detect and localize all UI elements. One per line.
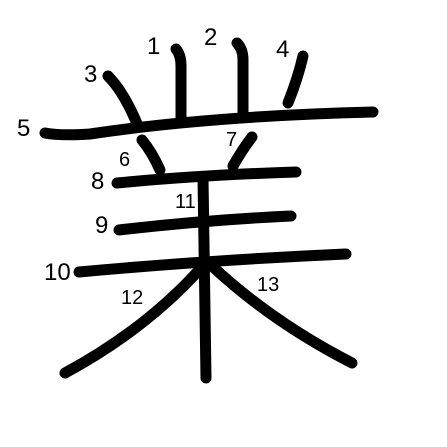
stroke-12 bbox=[59, 262, 207, 379]
stroke-13 bbox=[206, 260, 358, 369]
stroke-number-9: 9 bbox=[95, 212, 108, 239]
stroke-number-10: 10 bbox=[44, 259, 71, 286]
stroke-number-3: 3 bbox=[84, 61, 97, 88]
stroke-4 bbox=[282, 50, 309, 109]
stroke-1 bbox=[170, 43, 187, 126]
stroke-number-8: 8 bbox=[91, 168, 104, 195]
character-strokes bbox=[39, 37, 379, 384]
stroke-number-5: 5 bbox=[17, 115, 30, 142]
stroke-2 bbox=[231, 37, 249, 120]
stroke-number-7: 7 bbox=[226, 129, 237, 151]
stroke-number-13: 13 bbox=[257, 274, 279, 296]
stroke-7 bbox=[227, 131, 258, 172]
stroke-3 bbox=[102, 70, 144, 132]
stroke-number-11: 11 bbox=[175, 191, 196, 213]
stroke-number-6: 6 bbox=[119, 149, 130, 171]
stroke-number-4: 4 bbox=[276, 36, 289, 63]
stroke-number-labels: 1 2 3 4 5 6 7 8 9 10 11 12 13 bbox=[17, 24, 289, 309]
stroke-number-2: 2 bbox=[204, 24, 217, 51]
stroke-5 bbox=[39, 106, 379, 141]
stroke-number-1: 1 bbox=[147, 33, 160, 60]
stroke-11 bbox=[197, 172, 212, 384]
stroke-6 bbox=[136, 134, 166, 176]
stroke-number-12: 12 bbox=[121, 287, 143, 309]
